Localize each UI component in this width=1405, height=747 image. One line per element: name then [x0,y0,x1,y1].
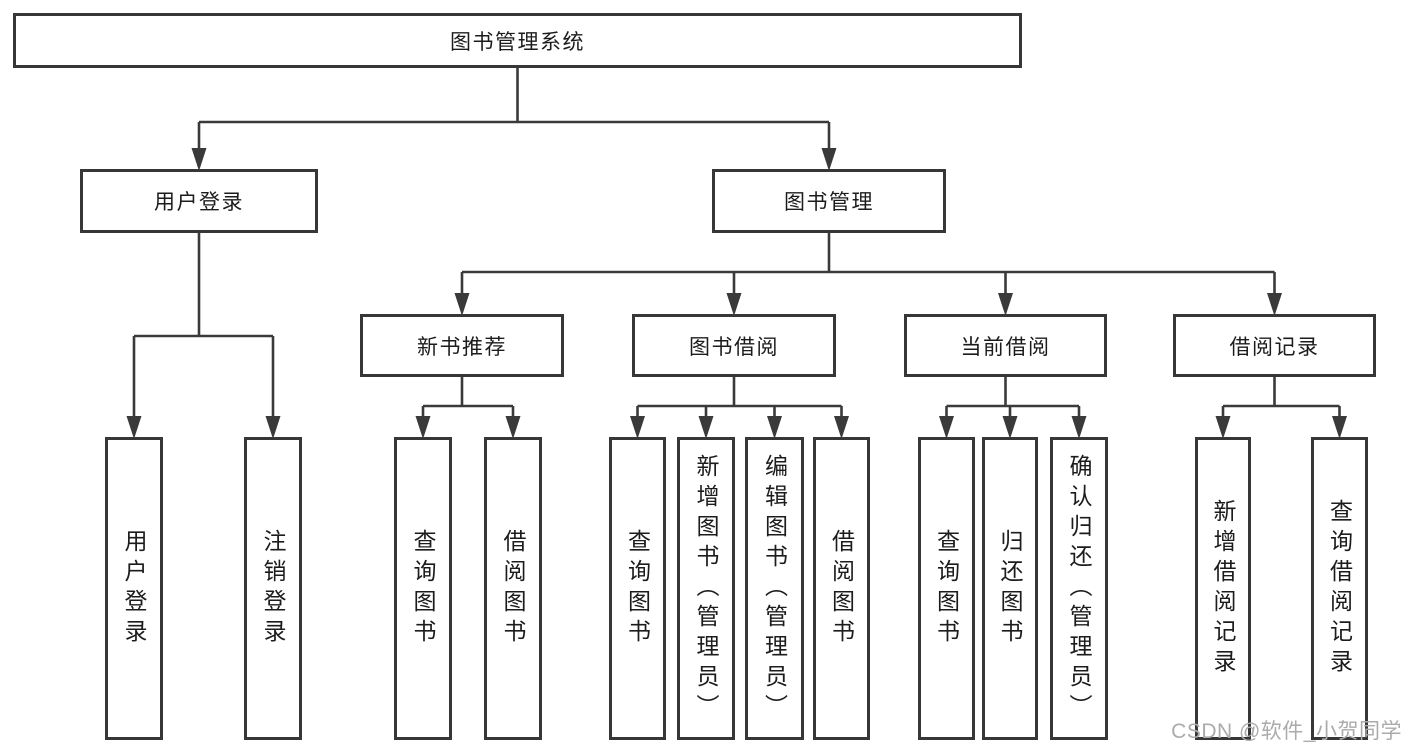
node-cur-confirm: 确认归还（管理员） [1050,437,1108,740]
node-label-rec: 新书推荐 [417,335,507,359]
node-rec-borrow: 借阅图书 [484,437,542,740]
node-cur-query: 查询图书 [918,437,975,740]
node-records: 借阅记录 [1173,314,1376,377]
node-rb-query: 查询借阅记录 [1311,437,1368,740]
node-label-records: 借阅记录 [1229,335,1320,359]
node-label-mgmt: 图书管理 [784,191,874,214]
watermark: CSDN @软件_小贺同学 [1171,720,1402,743]
node-label-login: 用户登录 [154,191,244,214]
node-label-rb-add: 新增借阅记录 [1210,498,1236,679]
node-label-login-user: 用户登录 [121,528,147,649]
node-login-user: 用户登录 [105,437,163,740]
node-current: 当前借阅 [904,314,1107,377]
node-label-rec-borrow: 借阅图书 [500,528,526,649]
node-bor-add: 新增图书（管理员） [677,437,735,740]
node-mgmt: 图书管理 [712,169,946,233]
node-label-rb-query: 查询借阅记录 [1326,498,1353,679]
node-label-cur-return: 归还图书 [997,528,1023,649]
node-label-cur-confirm: 确认归还（管理员） [1066,453,1092,724]
node-label-bor-lend: 借阅图书 [828,528,855,649]
node-borrow: 图书借阅 [632,314,836,377]
node-label-bor-add: 新增图书（管理员） [693,453,719,724]
node-cur-return: 归还图书 [982,437,1038,740]
node-label-cur-query: 查询图书 [933,528,960,649]
node-rb-add: 新增借阅记录 [1195,437,1251,740]
node-login: 用户登录 [80,169,318,233]
node-rec-query: 查询图书 [394,437,452,740]
node-label-borrow: 图书借阅 [689,335,779,359]
node-bor-query: 查询图书 [609,437,666,740]
node-bor-lend: 借阅图书 [813,437,870,740]
node-label-bor-edit: 编辑图书（管理员） [761,453,788,724]
node-bor-edit: 编辑图书（管理员） [745,437,804,740]
node-label-bor-query: 查询图书 [624,528,651,649]
node-login-logout: 注销登录 [244,437,302,740]
node-label-root: 图书管理系统 [450,30,585,54]
node-label-login-logout: 注销登录 [260,528,286,649]
node-label-current: 当前借阅 [960,335,1051,359]
node-root: 图书管理系统 [13,13,1022,68]
node-rec: 新书推荐 [360,314,564,377]
node-label-rec-query: 查询图书 [410,528,436,649]
